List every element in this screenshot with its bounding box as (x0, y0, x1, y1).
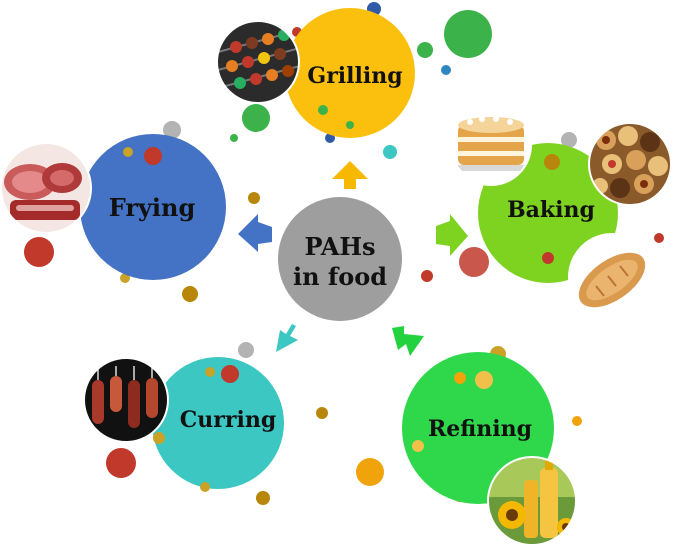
curring-circle[interactable] (152, 357, 284, 489)
dot (163, 121, 181, 139)
dot (654, 233, 664, 243)
overlay-dots (123, 105, 560, 492)
refining-label: Refining (428, 416, 532, 442)
dot (230, 134, 238, 142)
dot (572, 416, 582, 426)
dot (441, 65, 451, 75)
bread-loaf-photo (568, 233, 656, 321)
dot (205, 367, 215, 377)
hanging-sausages-photo (83, 357, 169, 443)
baking-label: Baking (507, 197, 595, 223)
frying-label: Frying (109, 193, 196, 222)
dot (24, 237, 54, 267)
arrow-left-frying (238, 214, 272, 252)
dot (153, 432, 165, 444)
dot (242, 104, 270, 132)
dot (123, 147, 133, 157)
dot (542, 252, 554, 264)
frying-circle[interactable] (80, 134, 226, 280)
dot (544, 154, 560, 170)
arrow-up-grilling (332, 161, 368, 189)
dot (316, 407, 328, 419)
dot (248, 192, 260, 204)
dot (421, 270, 433, 282)
layer-cake-photo (450, 104, 532, 186)
arrow-right-baking (436, 214, 468, 256)
dot (459, 247, 489, 277)
dot (238, 342, 254, 358)
center-title-line1: PAHs (304, 232, 375, 261)
dot (561, 132, 577, 148)
grilled-skewers-photo (216, 20, 300, 104)
sliced-meat-photo (0, 142, 92, 234)
arrow-down-left-curring (276, 324, 298, 352)
dot (383, 145, 397, 159)
decorative-dots (24, 2, 664, 505)
dot (221, 365, 239, 383)
dot (444, 10, 492, 58)
dot (256, 491, 270, 505)
grilling-circle[interactable] (285, 8, 415, 138)
arrow-down-right-refining (392, 326, 424, 356)
dot (144, 147, 162, 165)
dot (200, 482, 210, 492)
dot (106, 448, 136, 478)
dot (417, 42, 433, 58)
dot (120, 273, 130, 283)
dot (182, 286, 198, 302)
dot (356, 458, 384, 486)
center-circle[interactable] (278, 197, 402, 321)
dot (475, 371, 493, 389)
dot (346, 121, 354, 129)
sunflower-oil-photo (487, 456, 577, 546)
grilling-label: Grilling (307, 63, 402, 89)
dot (454, 372, 466, 384)
dot (412, 440, 424, 452)
cookies-photo (588, 122, 672, 206)
center-title-line2: in food (293, 262, 387, 291)
dot (318, 105, 328, 115)
curring-label: Curring (180, 407, 276, 433)
